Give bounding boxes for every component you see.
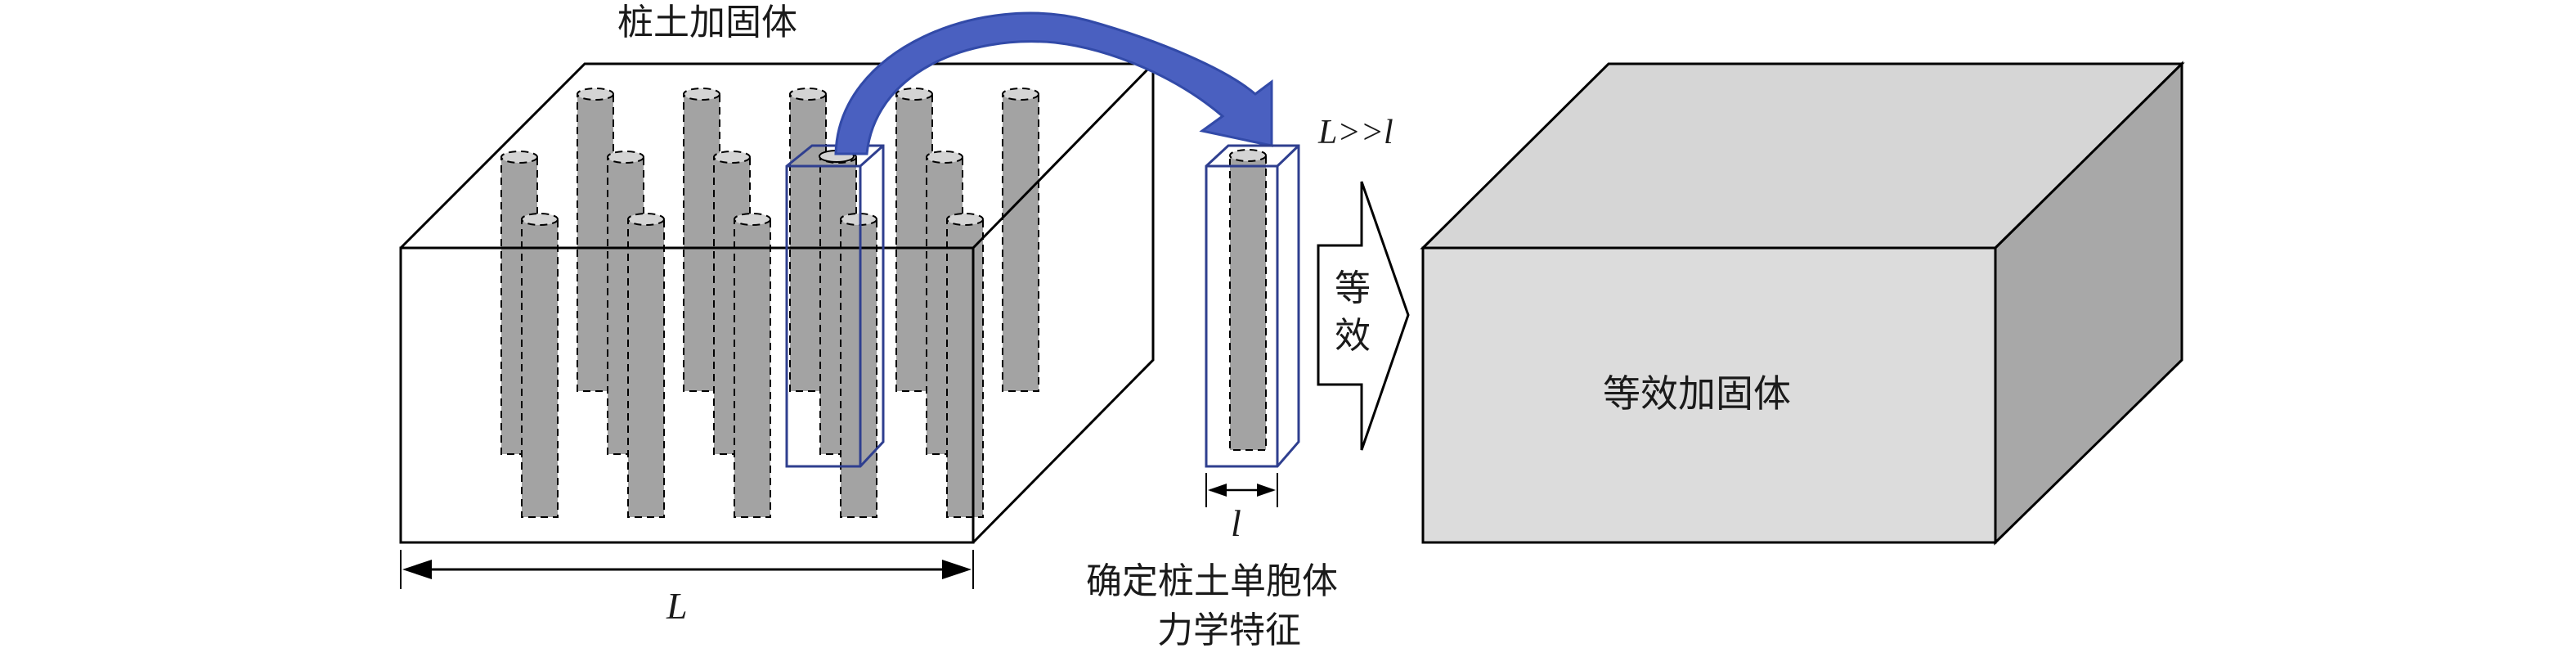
pile-cap — [577, 88, 614, 101]
pile-cap — [926, 151, 963, 164]
pile-cap — [840, 213, 877, 226]
length-label-L: L — [666, 585, 688, 627]
pile-cap — [683, 88, 720, 101]
composite-top-right-edge — [972, 62, 1155, 250]
block-arrow-right-icon — [1317, 181, 1410, 451]
pile-soil-composite-block — [399, 62, 1155, 544]
pile-cap — [713, 151, 751, 164]
composite-top-back-edge — [399, 62, 1153, 250]
pile — [734, 218, 771, 518]
pile-cap — [895, 88, 933, 101]
curved-arrow-icon — [834, 11, 1273, 155]
unit-cell-caption-line2: 力学特征 — [1157, 610, 1301, 651]
pile-cap — [789, 88, 827, 101]
composite-title: 桩土加固体 — [617, 2, 797, 43]
equivalent-block-label: 等效加固体 — [1603, 371, 1791, 416]
pile-cap — [607, 151, 644, 164]
selected-unit-cell — [785, 144, 885, 468]
composite-right-back-edge — [972, 64, 1155, 544]
composite-front-face — [399, 246, 975, 544]
pile-group — [500, 88, 1039, 518]
length-label-l: l — [1231, 502, 1241, 544]
pile — [627, 218, 665, 518]
unit-cell-caption-line1: 确定桩土单胞体 — [1086, 560, 1338, 602]
equivalent-block — [1420, 61, 2185, 546]
pile — [840, 218, 877, 518]
pile — [521, 218, 559, 518]
pile-cap — [1002, 88, 1039, 101]
pile — [946, 218, 984, 518]
pile-cap — [521, 213, 559, 226]
equivalence-label-line1: 等 — [1335, 268, 1371, 309]
equivalence-label-line2: 效 — [1335, 315, 1371, 357]
length-relation-label: L>>l — [1317, 114, 1393, 151]
equivalent-block-front — [1421, 246, 1997, 544]
length-dimension-l — [1205, 473, 1278, 507]
pile — [1002, 93, 1039, 392]
length-dimension-L — [400, 550, 974, 589]
pile-cap — [500, 151, 538, 164]
pile-cap — [734, 213, 771, 226]
pile-cap — [946, 213, 984, 226]
pile-cap — [627, 213, 665, 226]
unit-cell — [1205, 144, 1300, 468]
